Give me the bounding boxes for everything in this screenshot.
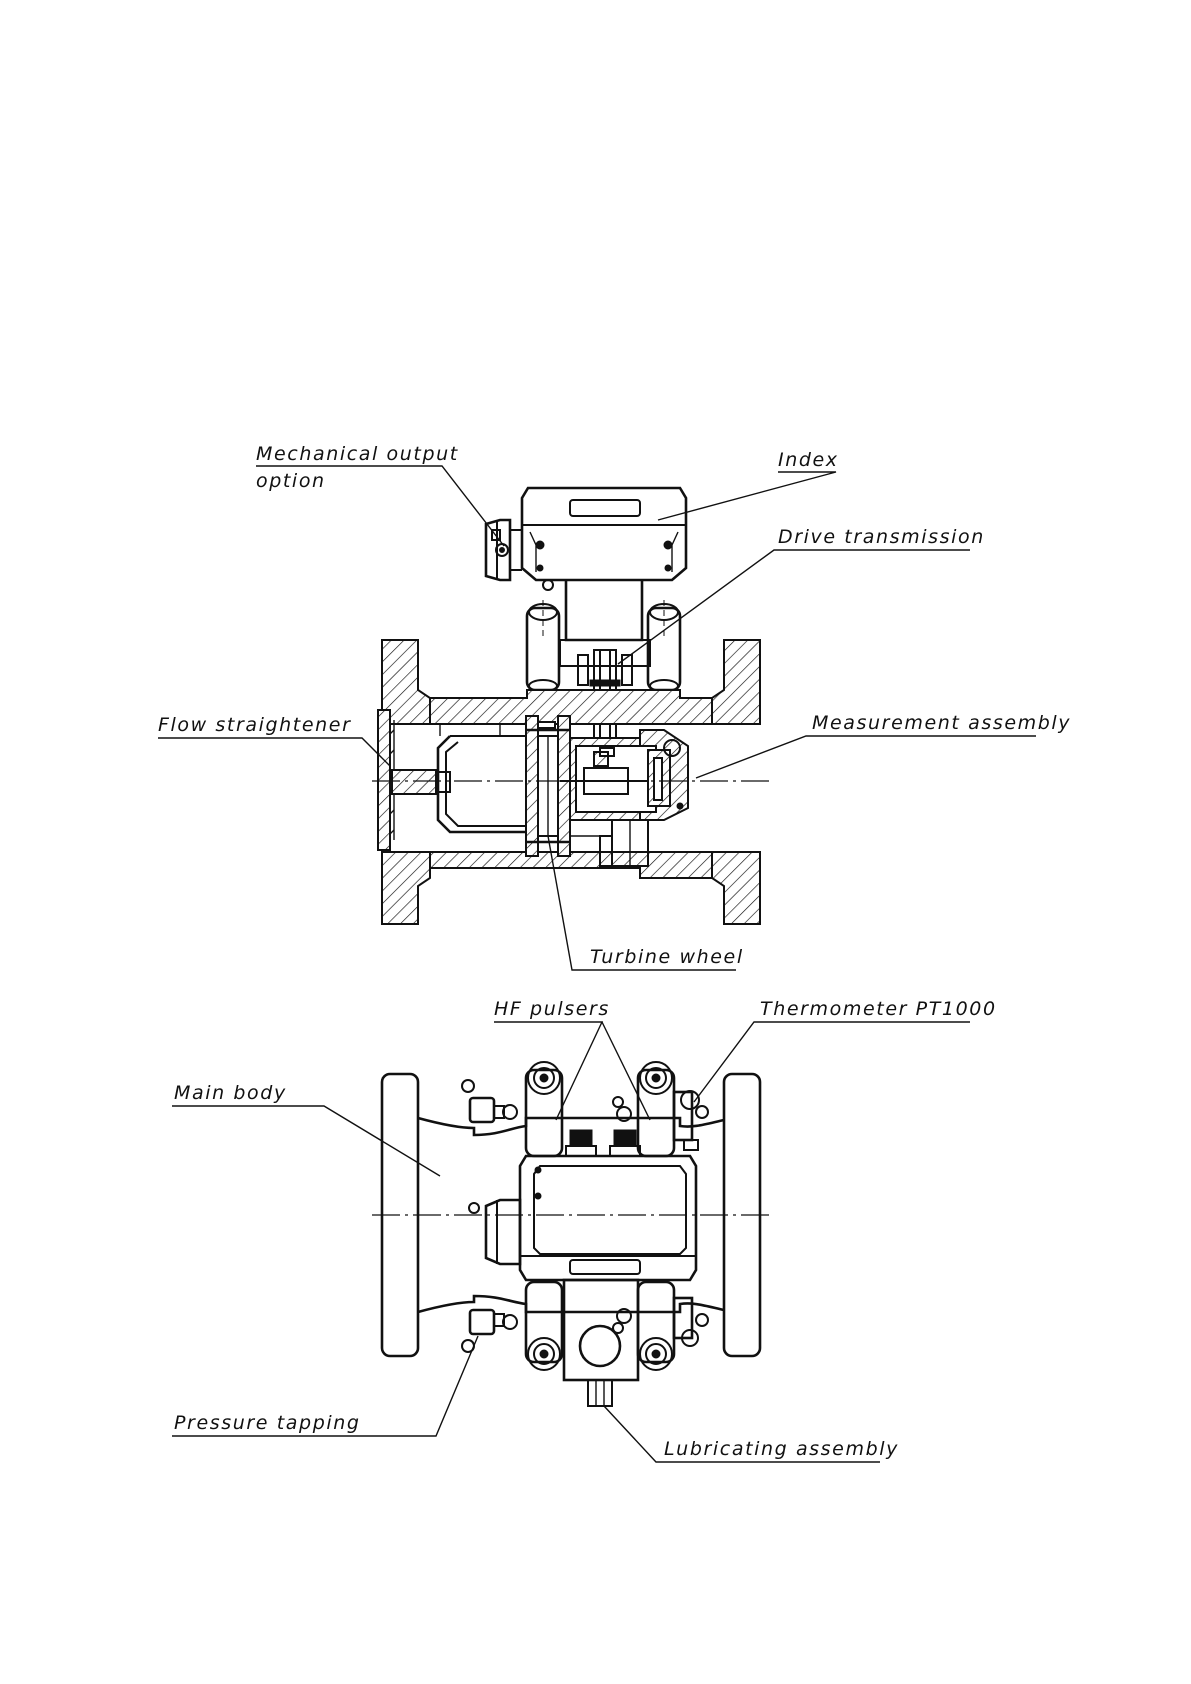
- lower-pulser-right: [638, 1282, 674, 1370]
- label-mechanical-output-line2: option: [256, 470, 326, 492]
- lubricating-assembly: [564, 1280, 638, 1406]
- turbine-wheel: [526, 716, 570, 856]
- mechanical-output-plan: [469, 1200, 520, 1264]
- lower-pulser-left: [526, 1282, 562, 1370]
- pulser-left: [527, 600, 559, 692]
- measurement-assembly: [560, 730, 688, 866]
- pulser-right: [648, 600, 680, 692]
- label-main-body: Main body: [174, 1082, 287, 1104]
- label-hf-pulsers: HF pulsers: [494, 998, 610, 1020]
- label-flow-straightener: Flow straightener: [158, 714, 351, 736]
- drive-neck: [560, 580, 650, 666]
- label-mechanical-output-line1: Mechanical output: [256, 443, 459, 465]
- tapping-bottom-left: [462, 1310, 517, 1352]
- label-drive-transmission: Drive transmission: [778, 526, 985, 548]
- label-lubricating-assembly: Lubricating assembly: [664, 1438, 899, 1460]
- index-housing: [522, 488, 686, 590]
- connector-nuts: [566, 1130, 640, 1156]
- hf-pulser-right: [638, 1062, 674, 1156]
- label-turbine-wheel: Turbine wheel: [590, 946, 744, 968]
- nose-cone: [438, 724, 526, 832]
- exterior-view: [372, 1062, 772, 1406]
- tapping-top-left: [462, 1080, 517, 1122]
- label-index: Index: [778, 449, 839, 471]
- label-thermometer: Thermometer PT1000: [760, 998, 997, 1020]
- callout-labels: Mechanical output option Index Drive tra…: [158, 443, 1071, 1460]
- label-measurement-assembly: Measurement assembly: [812, 712, 1071, 734]
- label-pressure-tapping: Pressure tapping: [174, 1412, 361, 1434]
- section-view: [372, 488, 772, 924]
- hf-pulser-left: [526, 1062, 562, 1156]
- index-housing-plan: [520, 1156, 696, 1280]
